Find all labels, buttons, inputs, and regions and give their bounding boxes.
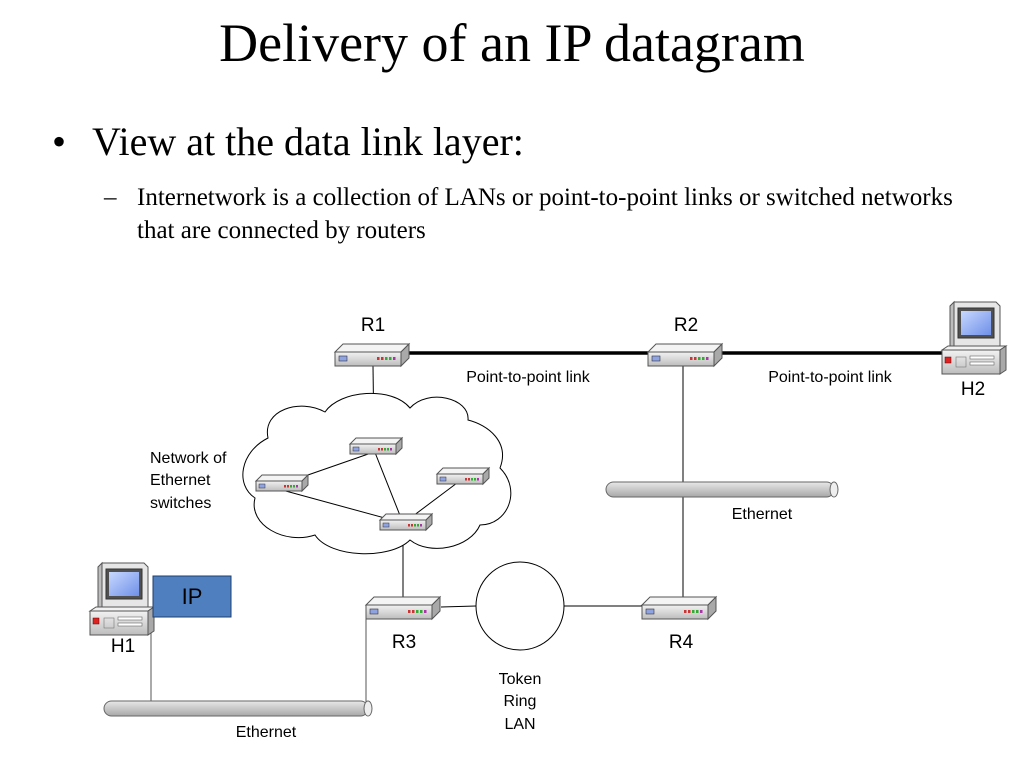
router-r1	[334, 343, 410, 367]
ethernet-right-label: Ethernet	[732, 506, 793, 523]
sub-bullet-text: Internetwork is a collection of LANs or …	[137, 184, 953, 244]
host-h2-label: H2	[961, 379, 985, 400]
token-ring-label-line: Token	[499, 671, 542, 688]
token-ring-label-line: LAN	[504, 716, 535, 733]
p2p-link-left-label: Point-to-point link	[466, 369, 591, 386]
sub-bullet-mark: –	[104, 184, 117, 211]
token-ring-label-line: Ring	[504, 693, 537, 710]
ethernet-switch	[379, 513, 433, 531]
router-r4-label: R4	[669, 632, 694, 653]
host-h1-label: H1	[111, 636, 135, 657]
token-ring	[475, 561, 565, 651]
ip-packet	[152, 575, 232, 618]
slide-title: Delivery of an IP datagram	[219, 13, 805, 73]
ethernet-switch	[255, 474, 309, 492]
router-r1-label: R1	[361, 315, 385, 336]
ethernet-bottom-label: Ethernet	[236, 724, 297, 741]
p2p-link-right-label: Point-to-point link	[768, 369, 893, 386]
router-r4	[641, 596, 717, 620]
router-r3	[365, 596, 441, 620]
switch-network-cloud	[242, 392, 512, 555]
router-r2	[647, 343, 723, 367]
router-r3-label: R3	[392, 632, 416, 653]
host-h1-computer	[89, 562, 155, 636]
bullet-text: View at the data link layer:	[92, 119, 524, 164]
ip-packet-label: IP	[182, 584, 203, 609]
host-h2-computer	[941, 301, 1007, 375]
switch-link	[373, 449, 404, 524]
ethernet-switch	[349, 437, 403, 455]
ethernet-switch	[436, 467, 490, 485]
ethernet-bus-bottom	[103, 700, 373, 717]
ethernet-bus-right	[605, 481, 839, 498]
r3-to-ring-link	[440, 605, 477, 608]
router-r2-label: R2	[674, 315, 698, 336]
bullet-mark: •	[52, 119, 67, 164]
switch-cloud-label-line: Ethernet	[150, 472, 211, 489]
switch-cloud-label-line: switches	[150, 495, 211, 512]
switch-cloud-label-line: Network of	[150, 450, 227, 467]
